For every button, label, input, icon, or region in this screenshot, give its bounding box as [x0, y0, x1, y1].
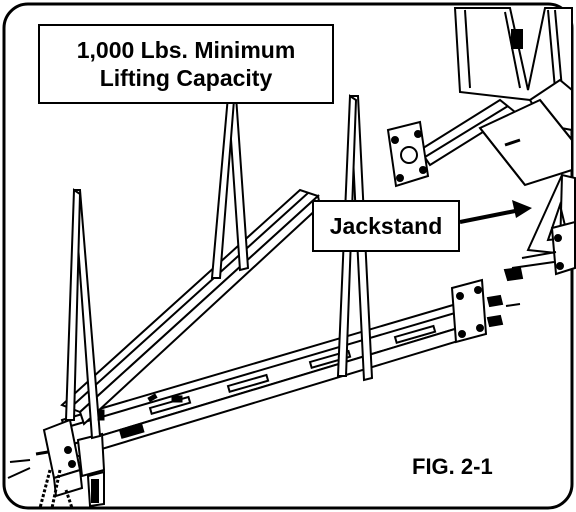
figure-label: FIG. 2-1: [412, 454, 493, 479]
jackstand-arrow: [459, 200, 532, 224]
machine-body: [453, 7, 573, 132]
jackstand-label: Jackstand: [329, 213, 443, 239]
motor-cover: [478, 98, 573, 187]
hardware-details: [97, 393, 183, 421]
right-flange: [503, 220, 576, 282]
jackstand-callout: Jackstand: [312, 200, 460, 252]
capacity-line-1: 1,000 Lbs. Minimum: [76, 37, 296, 63]
lifting-frame: [7, 188, 521, 509]
capacity-callout: 1,000 Lbs. Minimum Lifting Capacity: [38, 24, 334, 104]
capacity-line-2: Lifting Capacity: [99, 65, 273, 91]
